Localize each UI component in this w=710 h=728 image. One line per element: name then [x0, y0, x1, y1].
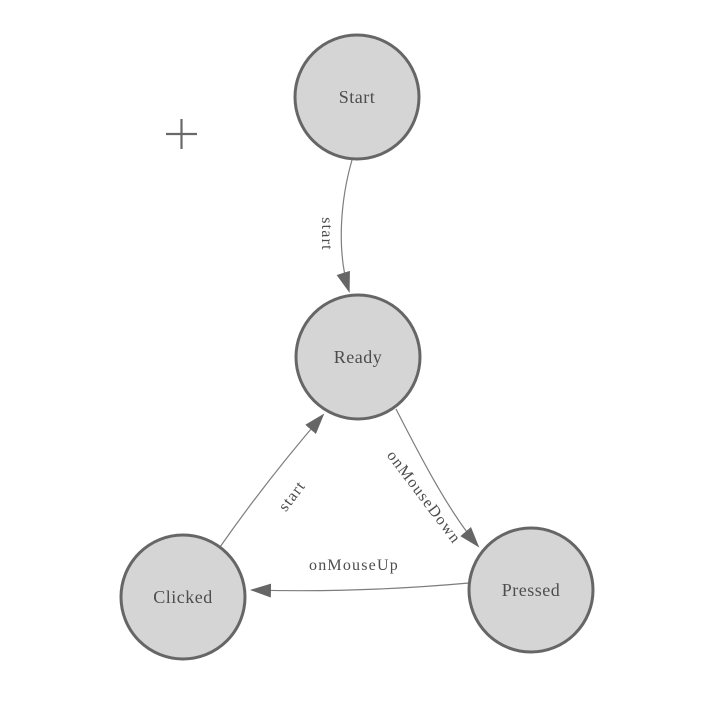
node-label: Clicked: [153, 587, 213, 607]
edge-clicked-to-ready[interactable]: start: [219, 413, 325, 548]
node-label: Ready: [334, 347, 382, 367]
edge-label-line: [219, 413, 325, 548]
node-label: Start: [339, 87, 376, 107]
edge-label: start: [318, 217, 335, 251]
node-circle: [294, 293, 422, 421]
edge-start-to-ready[interactable]: start: [318, 159, 353, 293]
edge-line: [395, 408, 480, 548]
node-clicked[interactable]: Clicked: [119, 533, 247, 661]
node-circle: [119, 533, 247, 661]
node-circle: [467, 526, 595, 654]
crosshair-plus-icon: [166, 119, 197, 149]
node-start[interactable]: Start: [293, 33, 421, 161]
node-circle: [293, 33, 421, 161]
edge-label: start: [276, 478, 310, 515]
edge-label: onMouseUp: [309, 557, 399, 574]
edge-line: [336, 159, 353, 293]
edge-line: [250, 582, 470, 598]
node-label: Pressed: [502, 580, 561, 600]
edge-pressed-to-clicked[interactable]: onMouseUp: [250, 557, 470, 598]
node-pressed[interactable]: Pressed: [467, 526, 595, 654]
node-ready[interactable]: Ready: [294, 293, 422, 421]
edge-ready-to-pressed[interactable]: onMouseDown: [383, 408, 480, 548]
